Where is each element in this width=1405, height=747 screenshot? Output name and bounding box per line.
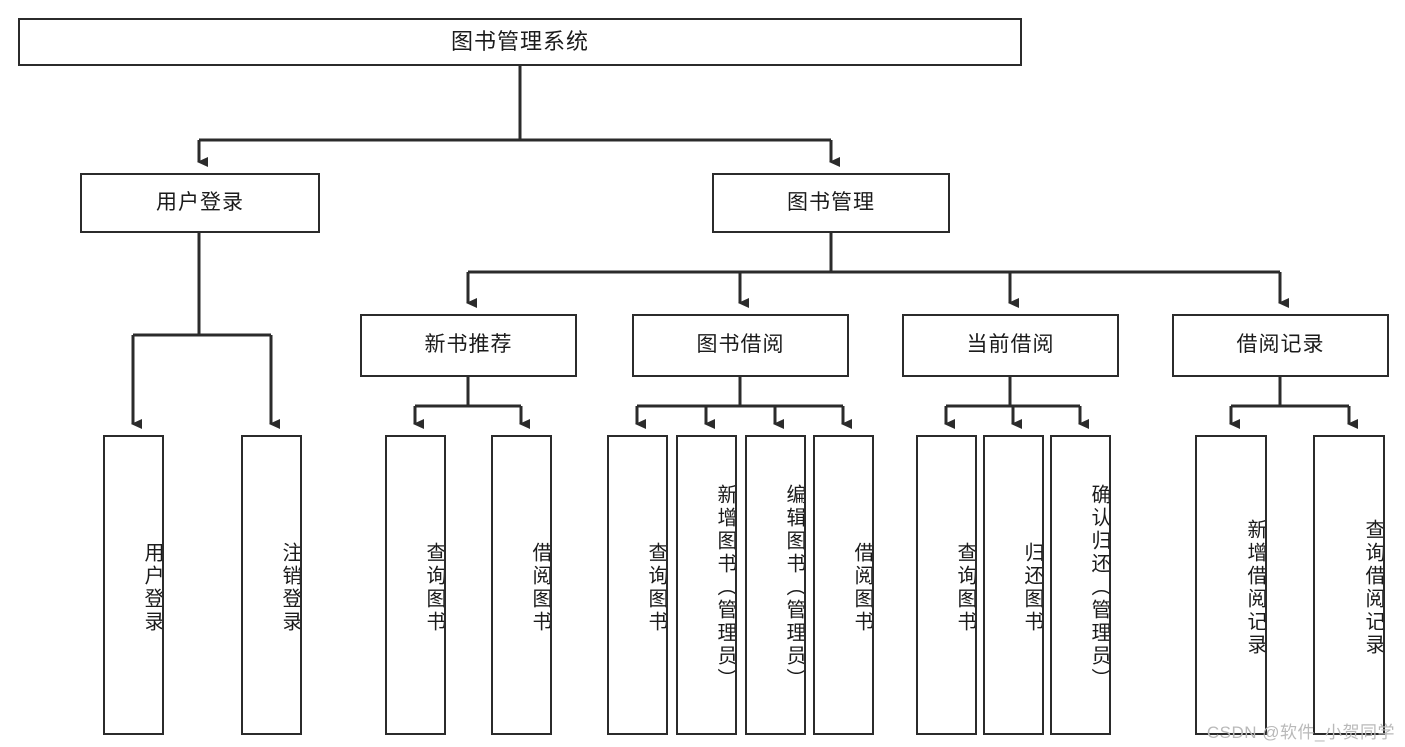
leaf-current-borrow-query[interactable]: 查询图书 [916, 435, 977, 735]
leaf-user-login-logout[interactable]: 注销登录 [241, 435, 302, 735]
node-book-manage[interactable]: 图书管理 [712, 173, 950, 233]
node-new-book-recommend[interactable]: 新书推荐 [360, 314, 577, 377]
leaf-borrow-record-add[interactable]: 新增借阅记录 [1195, 435, 1267, 735]
node-borrow-record[interactable]: 借阅记录 [1172, 314, 1389, 377]
leaf-book-borrow-query[interactable]: 查询图书 [607, 435, 668, 735]
leaf-current-borrow-return[interactable]: 归还图书 [983, 435, 1044, 735]
node-root[interactable]: 图书管理系统 [18, 18, 1022, 66]
leaf-book-borrow-add[interactable]: 新增图书（管理员） [676, 435, 737, 735]
node-current-borrow[interactable]: 当前借阅 [902, 314, 1119, 377]
leaf-book-borrow-borrow[interactable]: 借阅图书 [813, 435, 874, 735]
leaf-user-login-login[interactable]: 用户登录 [103, 435, 164, 735]
leaf-book-borrow-edit[interactable]: 编辑图书（管理员） [745, 435, 806, 735]
leaf-current-borrow-confirm-return[interactable]: 确认归还（管理员） [1050, 435, 1111, 735]
csdn-watermark: CSDN @软件_小贺同学 [1206, 723, 1395, 742]
node-book-borrow[interactable]: 图书借阅 [632, 314, 849, 377]
leaf-borrow-record-query[interactable]: 查询借阅记录 [1313, 435, 1385, 735]
leaf-new-book-recommend-query[interactable]: 查询图书 [385, 435, 446, 735]
leaf-new-book-recommend-borrow[interactable]: 借阅图书 [491, 435, 552, 735]
node-user-login[interactable]: 用户登录 [80, 173, 320, 233]
